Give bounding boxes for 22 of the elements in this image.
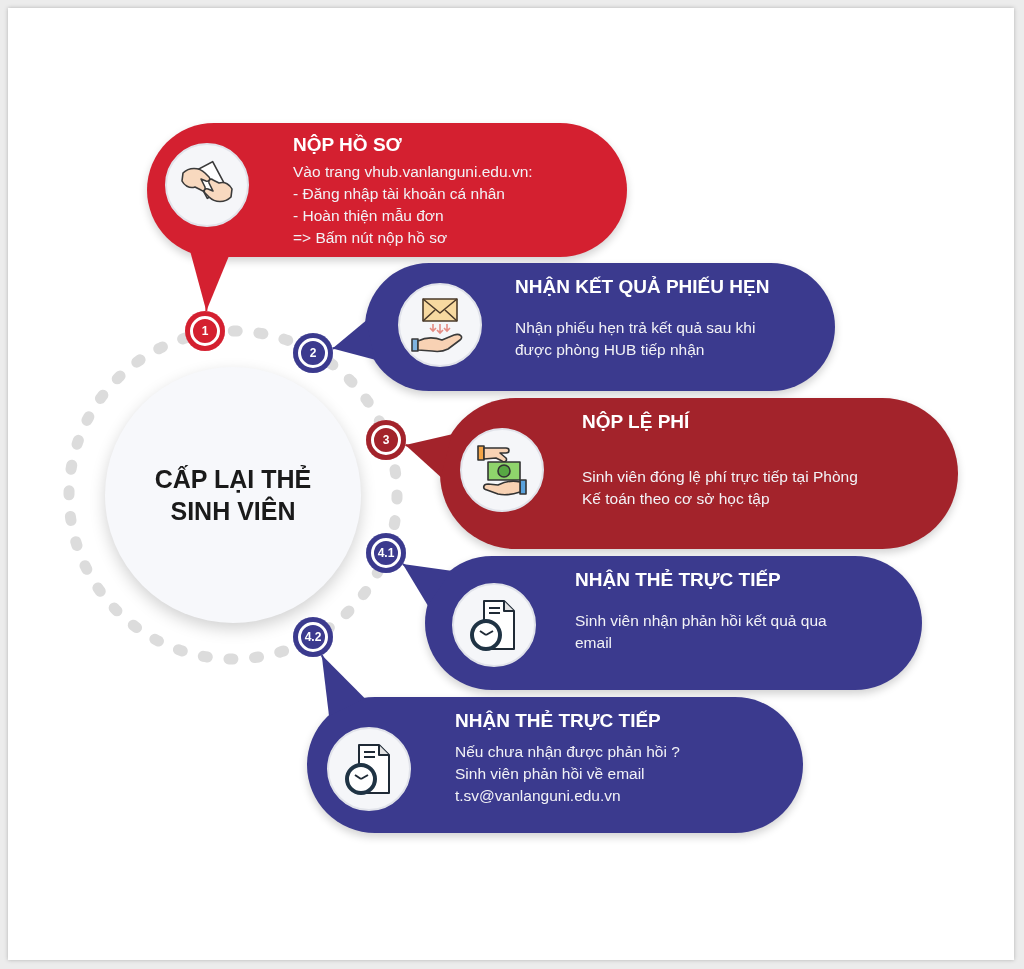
step-text: Vào trang vhub.vanlanguni.edu.vn:	[293, 162, 533, 182]
speech-bubble	[365, 263, 835, 391]
step-text: Sinh viên nhận phản hồi kết quả qua email	[575, 611, 828, 653]
step-title: NHẬN THẺ TRỰC TIẾP	[575, 568, 781, 592]
step-title: NHẬN THẺ TRỰC TIẾP	[455, 709, 661, 733]
speech-bubble-tail	[404, 434, 453, 478]
speech-bubble-tail	[320, 654, 366, 717]
speech-bubble-tail	[190, 251, 230, 312]
step-text: Sinh viên đóng lệ phí trực tiếp tại Phòng Kế toán theo cơ sở học tập	[582, 467, 859, 509]
step-text: Sinh viên phản hồi về email t.sv@vanlanguni.edu.vn	[455, 764, 646, 806]
speech-bubble-tail	[401, 563, 452, 607]
step-text: - Hoàn thiện mẫu đơn	[293, 206, 444, 226]
step-title: NỘP LỆ PHÍ	[582, 410, 690, 434]
step-text: Nhận phiếu hẹn trả kết quả sau khi được phòng HUB tiếp nhận	[515, 318, 757, 360]
speech-bubble-tail	[331, 320, 376, 360]
speech-bubble	[425, 556, 922, 690]
step-text: => Bấm nút nộp hồ sơ	[293, 228, 448, 248]
step-title: NỘP HỒ SƠ	[293, 133, 402, 157]
step-text: - Đăng nhập tài khoản cá nhân	[293, 184, 505, 204]
step-text: Nếu chưa nhận được phản hồi ?	[455, 742, 680, 762]
step-title: NHẬN KẾT QUẢ PHIẾU HẸN	[515, 275, 770, 299]
topic-title: CẤP LẠI THẺ SINH VIÊN	[153, 464, 313, 527]
